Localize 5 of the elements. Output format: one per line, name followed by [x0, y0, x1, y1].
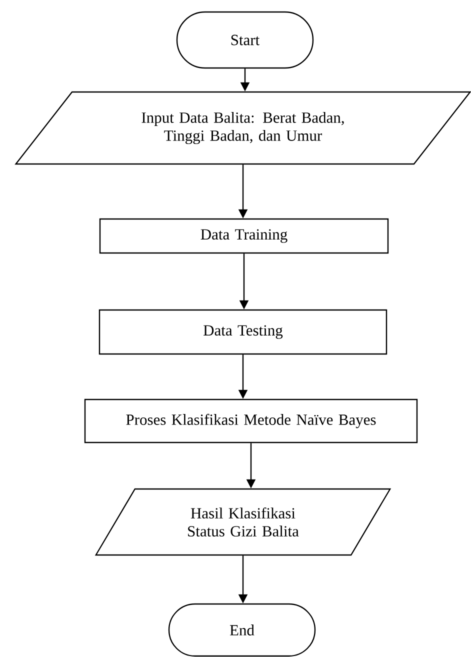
- terminal-box: Start: [176, 11, 314, 69]
- process-box: Data Training: [99, 218, 389, 254]
- process-box: Data Testing: [98, 309, 388, 355]
- process-box: Proses Klasifikasi Metode Naïve Bayes: [84, 398, 418, 444]
- terminal-box: End: [168, 603, 316, 657]
